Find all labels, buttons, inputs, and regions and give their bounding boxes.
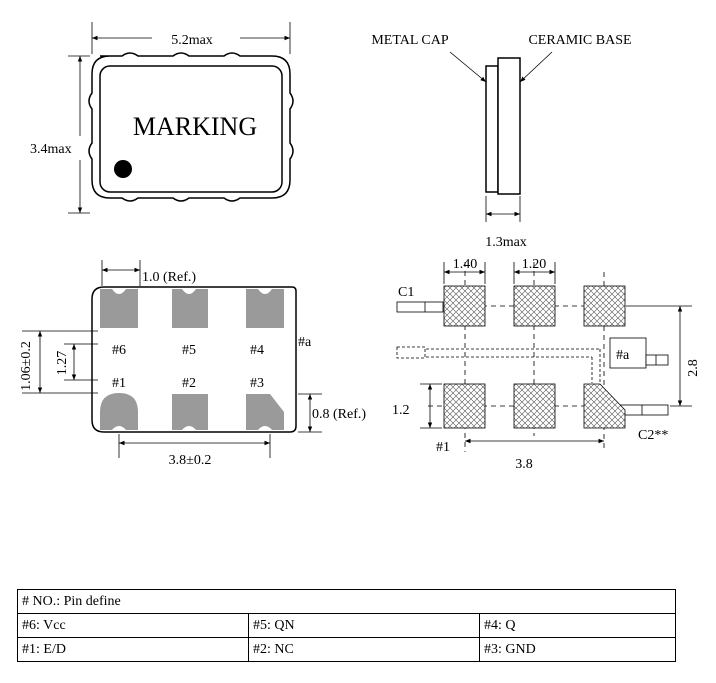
land-pad-6 — [443, 285, 486, 327]
pad-pin2 — [172, 394, 208, 430]
bottom-view-outline — [91, 286, 297, 433]
table-cell: #3: GND — [479, 637, 676, 662]
ceramic-base-shape — [497, 57, 521, 195]
pin2-label: #2 — [182, 376, 196, 391]
bottom-view: #6 #5 #4 #1 #2 #3 #a 1.0 (Ref.) 1.06±0.2… — [19, 260, 366, 468]
land-pad-4 — [583, 285, 626, 327]
table-cell: #6: Vcc — [17, 613, 249, 638]
land-pad-3 — [583, 383, 626, 429]
table-cell: #5: QN — [248, 613, 480, 638]
table-cell: #4: Q — [479, 613, 676, 638]
table-cell: #1: E/D — [17, 637, 249, 662]
land-pin1-label: #1 — [436, 440, 450, 455]
row-pitch-label: 2.8 — [686, 359, 701, 377]
pad-pin3 — [246, 394, 284, 430]
top-view-outline — [88, 52, 294, 202]
pin5-label: #5 — [182, 343, 196, 358]
land-pattern: #a 1.40 1.20 C1 C2** 2.8 1.2 3.8 — [392, 257, 701, 472]
pad-height-label: 0.8 (Ref.) — [312, 407, 366, 422]
c-left-outline — [396, 346, 426, 359]
table-row: #1: E/D #2: NC #3: GND — [17, 637, 676, 662]
pin4-label: #4 — [250, 343, 264, 358]
mark-side-pad — [645, 354, 669, 366]
height-label: 3.4max — [30, 142, 72, 157]
pin6-label: #6 — [112, 343, 126, 358]
land-gap-label: 1.20 — [522, 257, 547, 272]
land-pad-5 — [513, 285, 556, 327]
pin1-dot — [114, 160, 132, 178]
land-pad-height-label: 1.2 — [392, 403, 410, 418]
table-row: #6: Vcc #5: QN #4: Q — [17, 613, 676, 638]
pin1-label: #1 — [112, 376, 126, 391]
side-view: METAL CAP CERAMIC BASE 1.3max — [371, 33, 631, 250]
pad-width-label: 1.0 (Ref.) — [142, 270, 196, 285]
c1-pad — [396, 301, 444, 313]
c2-pad — [619, 404, 669, 416]
bottom-mark-label: #a — [298, 335, 312, 350]
marking-text: MARKING — [133, 112, 257, 141]
land-pad-width-label: 1.40 — [453, 257, 478, 272]
pin3-label: #3 — [250, 376, 264, 391]
span-label: 3.8 — [515, 457, 533, 472]
metal-cap-shape — [485, 65, 499, 193]
width-label: 5.2max — [171, 33, 213, 48]
top-view: MARKING 5.2max 3.4max — [30, 22, 294, 214]
ceramic-base-label: CERAMIC BASE — [528, 33, 631, 48]
table-cell: #2: NC — [248, 637, 480, 662]
metal-cap-label: METAL CAP — [371, 33, 449, 48]
thickness-label: 1.3max — [485, 235, 527, 250]
pitch-horizontal-label: 3.8±0.2 — [169, 453, 212, 468]
top-view-lid — [99, 65, 283, 193]
table-header-row: # NO.: Pin define — [17, 589, 676, 614]
land-pad-1 — [443, 383, 486, 429]
pad-pin6 — [100, 289, 138, 328]
outer-height-label: 1.06±0.2 — [19, 341, 34, 391]
metal-cap-leader — [449, 51, 487, 83]
land-mark-label: #a — [616, 348, 630, 363]
c2-label: C2** — [638, 428, 668, 443]
pin-definition-table: # NO.: Pin define #6: Vcc #5: QN #4: Q #… — [17, 589, 676, 662]
land-pad-2 — [513, 383, 556, 429]
pad-pin4 — [246, 289, 284, 328]
pad-pin5 — [172, 289, 208, 328]
table-header: # NO.: Pin define — [17, 589, 676, 614]
mark-box — [609, 337, 647, 369]
c1-label: C1 — [398, 285, 414, 300]
pad-pin1 — [100, 393, 138, 430]
pitch-vertical-label: 1.27 — [55, 351, 70, 376]
ceramic-base-leader — [519, 51, 553, 83]
